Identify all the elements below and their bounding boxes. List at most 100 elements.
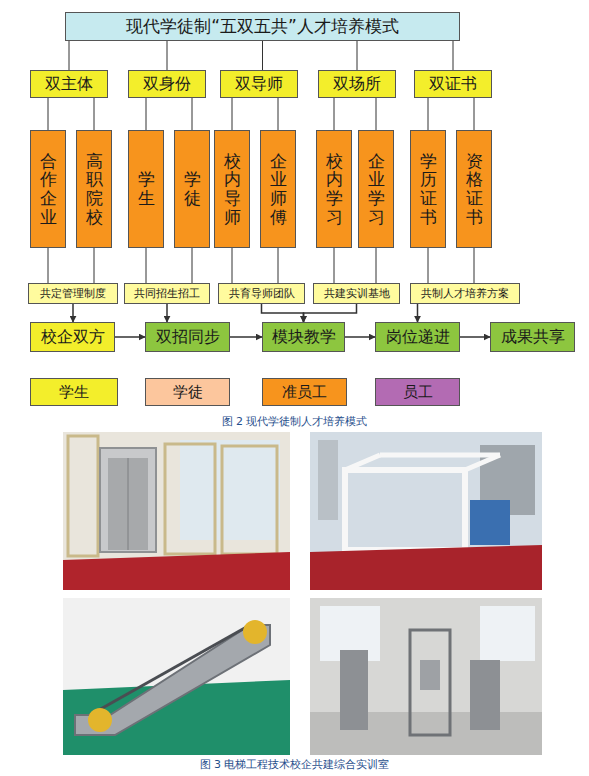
node-text: 员工 xyxy=(403,383,433,402)
connector-line xyxy=(146,248,147,283)
element-box: 校内导师 xyxy=(214,130,250,248)
node-text: 双证书 xyxy=(429,74,477,95)
stage-box: 双招同步 xyxy=(145,322,230,352)
node-text: 共育导师团队 xyxy=(229,286,295,301)
window xyxy=(180,440,280,540)
connector-line xyxy=(334,98,335,130)
node-text: 共制人才培养方案 xyxy=(421,286,509,301)
node-text: 学徒 xyxy=(173,383,203,402)
stage-box: 岗位递进 xyxy=(375,322,460,352)
connector-line xyxy=(474,98,475,130)
element-box: 企业师傅 xyxy=(260,130,296,248)
node-text: 准员工 xyxy=(282,383,327,402)
measure-box: 共同招生招工 xyxy=(124,283,210,304)
node-text: 校企双方 xyxy=(41,327,105,348)
title-box: 现代学徒制“五双五共”人才培养模式 xyxy=(65,12,460,41)
connector-line xyxy=(48,248,49,283)
elevator-door xyxy=(108,458,148,550)
element-box: 学徒 xyxy=(174,130,210,248)
node-text: 双导师 xyxy=(235,74,283,95)
identity-box: 准员工 xyxy=(262,378,347,406)
training-rig xyxy=(410,630,450,735)
node-text: 共同招生招工 xyxy=(134,286,200,301)
glass-frame xyxy=(222,446,277,554)
figure-caption: 图 3 电梯工程技术校企共建综合实训室 xyxy=(0,757,589,772)
drive-wheel xyxy=(243,620,267,644)
control-cabinet xyxy=(340,650,368,730)
escalator-truss xyxy=(75,625,270,735)
measure-box: 共制人才培养方案 xyxy=(410,283,520,304)
node-text: 资格证书 xyxy=(466,152,483,227)
node-text: 企业学习 xyxy=(368,152,385,227)
measure-box: 共建实训基地 xyxy=(313,283,400,304)
connector-line xyxy=(474,248,475,283)
connector-line xyxy=(453,41,454,70)
connector-line xyxy=(146,98,147,130)
identity-box: 员工 xyxy=(375,378,460,406)
door-gap xyxy=(128,458,129,550)
connector-line xyxy=(262,41,263,70)
node-text: 学历证书 xyxy=(420,152,437,227)
node-text: 成果共享 xyxy=(501,327,565,348)
node-text: 共定管理制度 xyxy=(40,286,106,301)
element-box: 企业学习 xyxy=(358,130,394,248)
measure-box: 共育导师团队 xyxy=(218,283,305,304)
red-carpet xyxy=(310,545,542,590)
measure-box: 共定管理制度 xyxy=(28,283,118,304)
photo-ground xyxy=(310,598,542,755)
photo-ground xyxy=(63,598,290,755)
node-text: 学徒 xyxy=(184,170,201,207)
node-text: 模块教学 xyxy=(272,327,336,348)
figure-caption: 图 2 现代学徒制人才培养模式 xyxy=(0,414,589,429)
flow-arrow xyxy=(262,304,304,322)
window xyxy=(480,606,535,661)
glass-frame xyxy=(68,436,98,556)
connector-line xyxy=(167,41,168,70)
frame-photo xyxy=(310,432,542,590)
flow-arrow xyxy=(304,304,357,322)
node-text: 校内导师 xyxy=(224,152,241,227)
flow-arrow xyxy=(345,336,375,338)
traction-machine xyxy=(420,660,440,690)
building xyxy=(318,440,338,520)
node-text: 现代学徒制“五双五共”人才培养模式 xyxy=(126,15,399,38)
element-box: 高职院校 xyxy=(76,130,112,248)
category-box: 双场所 xyxy=(318,70,396,98)
showroom-photo xyxy=(63,432,290,590)
lab-photo xyxy=(310,598,542,755)
flow-arrow xyxy=(115,336,145,338)
escalator-photo xyxy=(63,598,290,755)
element-box: 资格证书 xyxy=(456,130,492,248)
connector-line xyxy=(428,248,429,283)
node-text: 共建实训基地 xyxy=(324,286,390,301)
connector-line xyxy=(232,248,233,283)
connector-line xyxy=(278,98,279,130)
node-text: 双场所 xyxy=(333,74,381,95)
handrail xyxy=(90,625,250,715)
node-text: 高职院校 xyxy=(86,152,103,227)
connector-line xyxy=(192,248,193,283)
connector-line xyxy=(94,248,95,283)
connector-line xyxy=(376,98,377,130)
element-box: 合作企业 xyxy=(30,130,66,248)
control-cabinet xyxy=(470,660,500,730)
stage-box: 模块教学 xyxy=(262,322,345,352)
connector-line xyxy=(48,98,49,130)
flow-arrow xyxy=(72,304,74,322)
flow-arrow xyxy=(230,336,262,338)
stage-box: 校企双方 xyxy=(30,322,115,352)
identity-box: 学徒 xyxy=(145,378,230,406)
identity-box: 学生 xyxy=(30,378,118,406)
glass-frame xyxy=(165,444,215,554)
node-text: 合作企业 xyxy=(40,152,57,227)
flow-arrow xyxy=(166,304,168,322)
connector-line xyxy=(357,41,358,70)
drive-wheel xyxy=(88,708,112,732)
connector-line xyxy=(232,98,233,130)
connector-line xyxy=(428,98,429,130)
node-text: 企业师傅 xyxy=(270,152,287,227)
steel-frame xyxy=(380,453,500,458)
machine xyxy=(470,500,510,545)
photo-ground xyxy=(63,432,290,590)
